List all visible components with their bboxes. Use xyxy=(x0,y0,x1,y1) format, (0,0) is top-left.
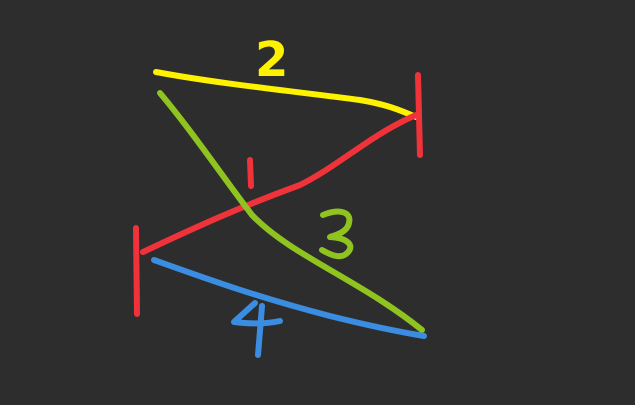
stroke-2-label: 2 xyxy=(255,32,288,88)
stroke-1-mark xyxy=(247,157,254,189)
stroke-2-line xyxy=(153,69,419,120)
stroke-3-glyph xyxy=(319,208,354,260)
stroke-4-line xyxy=(151,257,427,339)
stroke-4-glyph xyxy=(231,300,283,358)
stroke-3-line xyxy=(157,90,425,333)
stroke-1-line xyxy=(140,112,419,255)
stroke-1-left-bar xyxy=(133,225,140,317)
stroke-1-right-bar xyxy=(415,72,423,158)
